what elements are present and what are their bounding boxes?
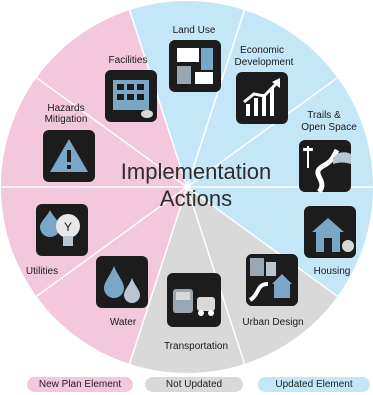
trail-icon[interactable] — [299, 140, 351, 194]
label-land-use: Land Use — [173, 25, 216, 36]
vehicles-icon[interactable] — [167, 273, 221, 327]
house-icon[interactable] — [304, 206, 356, 258]
label-trails-2: Open Space — [301, 122, 357, 133]
label-facilities: Facilities — [109, 55, 148, 66]
legend-new-plan: New Plan Element — [27, 377, 133, 392]
label-hazards-2: Mitigation — [45, 114, 88, 125]
legend-updated-label: Updated Element — [275, 379, 353, 390]
segment-divider — [186, 186, 338, 297]
legend-new-plan-label: New Plan Element — [38, 379, 122, 390]
label-transportation: Transportation — [164, 341, 228, 352]
label-trails-1: Trails & — [307, 110, 341, 121]
label-economic-2: Development — [235, 57, 294, 68]
label-housing: Housing — [314, 266, 351, 277]
water-drops-icon[interactable] — [96, 256, 148, 308]
center-title-line2: Actions — [160, 186, 232, 211]
segment-divider — [186, 9, 246, 188]
label-economic-1: Economic — [240, 45, 284, 56]
legend-not-updated: Not Updated — [145, 377, 243, 392]
building-icon[interactable] — [105, 70, 157, 122]
segment-divider — [128, 9, 188, 188]
segment-divider — [128, 186, 188, 365]
legend-not-updated-label: Not Updated — [165, 379, 223, 390]
legend-updated: Updated Element — [258, 377, 370, 392]
segment-divider — [186, 77, 338, 188]
utilities-icon[interactable]: Y — [36, 204, 88, 256]
urban-design-icon[interactable] — [246, 254, 298, 306]
chart-up-icon[interactable] — [236, 72, 288, 124]
label-utilities: Utilities — [26, 266, 58, 277]
center-title-line1: Implementation — [121, 159, 271, 184]
segment-divider — [36, 77, 188, 188]
svg-text:Y: Y — [64, 220, 72, 234]
label-water: Water — [110, 317, 137, 328]
label-urban-design: Urban Design — [242, 317, 303, 328]
land-use-icon[interactable] — [169, 40, 221, 92]
label-hazards-1: Hazards — [47, 103, 84, 114]
hazard-icon[interactable] — [43, 130, 95, 182]
segment-divider — [36, 186, 188, 297]
